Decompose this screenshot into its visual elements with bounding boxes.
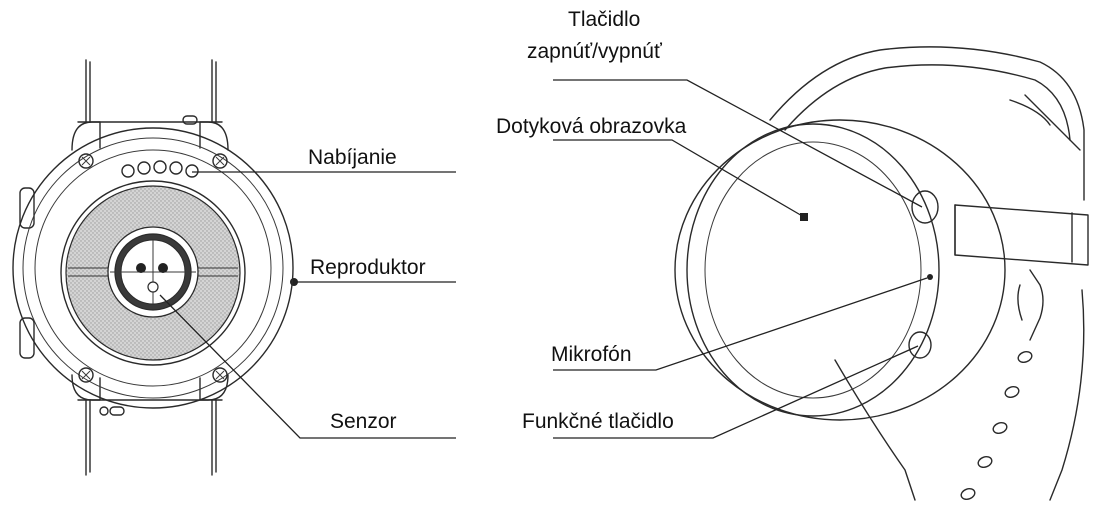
label-function-button: Funkčné tlačidlo	[522, 410, 674, 433]
front-strap-bottom	[834, 269, 1085, 501]
front-function-button-shape	[908, 331, 932, 359]
label-charging: Nabíjanie	[308, 146, 397, 169]
strap-keeper	[954, 204, 1089, 266]
front-strap-top	[769, 46, 1085, 201]
label-speaker: Reproduktor	[310, 256, 426, 279]
left-leader-lines	[159, 171, 456, 439]
label-sensor: Senzor	[330, 410, 397, 433]
label-touchscreen: Dotyková obrazovka	[496, 115, 687, 138]
charging-contacts	[121, 160, 199, 178]
front-power-button-shape	[911, 190, 939, 224]
back-strap-bottom	[77, 399, 223, 476]
label-power-button-line1: Tlačidlo	[568, 8, 640, 31]
back-strap-top	[77, 59, 223, 125]
label-microphone: Mikrofón	[551, 343, 632, 366]
sensor-panel	[60, 180, 246, 366]
watch-back-view	[12, 59, 298, 476]
label-power-button-line2: zapnúť/vypnúť	[527, 40, 663, 63]
right-leader-lines	[553, 79, 928, 439]
front-mic-dot	[927, 274, 933, 280]
watch-front-view	[674, 46, 1089, 501]
back-screws	[78, 153, 228, 383]
